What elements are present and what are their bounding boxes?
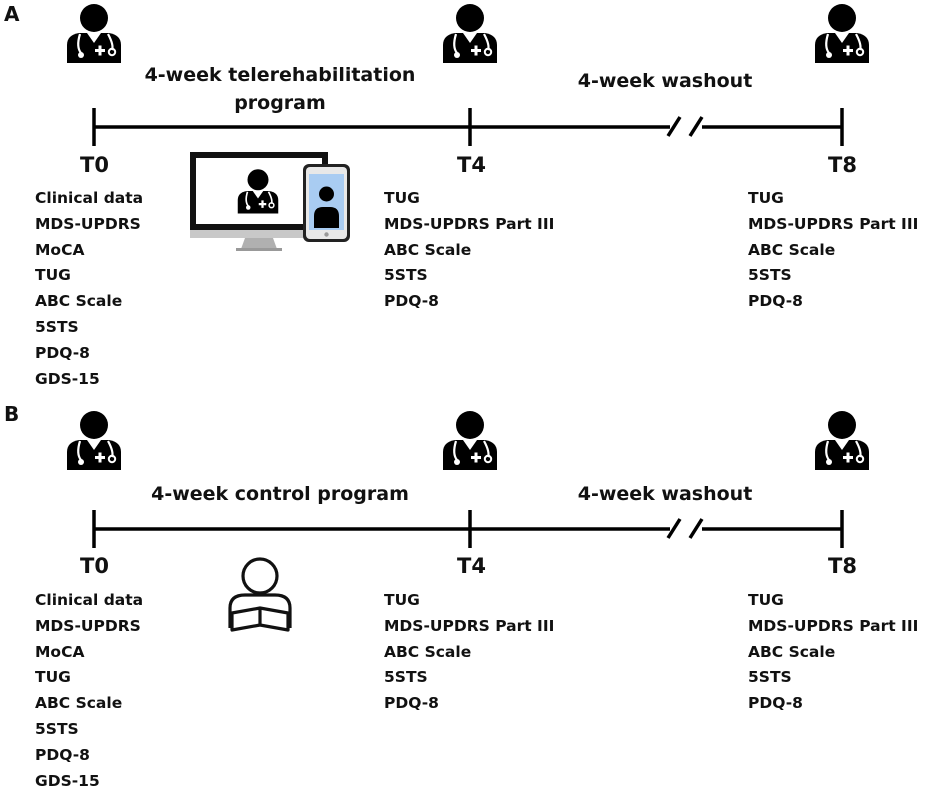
measure-item: Clinical data	[35, 591, 144, 609]
program-label-a-line2: program	[234, 92, 326, 114]
measure-item: ABC Scale	[748, 642, 836, 661]
washout-label-a: 4-week washout	[577, 70, 753, 92]
doctor-icon-b-t4	[441, 409, 499, 472]
timepoint-b-t4: T4	[457, 554, 486, 578]
doctor-icon-b-t8	[813, 409, 871, 472]
panel-a-letter: A	[4, 2, 20, 26]
measure-item: MoCA	[35, 240, 85, 259]
doctor-icon-b-t0	[65, 409, 123, 472]
measure-item: 5STS	[35, 719, 79, 738]
measure-item: 5STS	[748, 668, 792, 687]
measures-list-a-t4: TUG MDS-UPDRS Part III ABC Scale 5STS PD…	[384, 186, 554, 315]
measure-item: PDQ-8	[35, 745, 90, 764]
timepoint-a-t8: T8	[828, 153, 857, 177]
program-label-a: 4-week telerehabilitation program	[130, 61, 430, 117]
measure-item: TUG	[384, 591, 420, 609]
measure-item: PDQ-8	[384, 292, 439, 311]
measures-list-a-t0: Clinical data MDS-UPDRS MoCA TUG ABC Sca…	[35, 186, 143, 392]
measure-item: PDQ-8	[748, 292, 803, 311]
measure-item: ABC Scale	[384, 240, 472, 259]
measure-item: PDQ-8	[35, 343, 90, 362]
measure-item: MDS-UPDRS	[35, 616, 141, 635]
measure-item: MDS-UPDRS Part III	[748, 214, 919, 233]
measure-item: PDQ-8	[748, 694, 803, 713]
measure-item: PDQ-8	[384, 694, 439, 713]
measure-item: TUG	[748, 591, 784, 609]
program-label-b: 4-week control program	[151, 483, 409, 505]
doctor-icon-a-t0	[65, 2, 123, 65]
measure-item: GDS-15	[35, 369, 100, 388]
measure-item: ABC Scale	[35, 694, 123, 713]
measure-item: GDS-15	[35, 771, 100, 790]
measure-item: TUG	[35, 266, 71, 285]
program-label-a-line1: 4-week telerehabilitation	[144, 64, 416, 86]
person-reading-icon	[228, 557, 292, 632]
measure-item: TUG	[748, 189, 784, 207]
smartphone-icon	[303, 164, 350, 242]
measure-item: MDS-UPDRS Part III	[384, 616, 555, 635]
timeline-a	[92, 108, 844, 146]
measures-list-b-t8: TUG MDS-UPDRS Part III ABC Scale 5STS PD…	[748, 588, 918, 717]
measure-item: Clinical data	[35, 189, 144, 207]
timepoint-a-t0: T0	[80, 153, 109, 177]
measure-item: MDS-UPDRS	[35, 214, 141, 233]
doctor-icon-a-t4	[441, 2, 499, 65]
measures-list-a-t8: TUG MDS-UPDRS Part III ABC Scale 5STS PD…	[748, 186, 918, 315]
timepoint-b-t8: T8	[828, 554, 857, 578]
timepoint-b-t0: T0	[80, 554, 109, 578]
washout-label-b: 4-week washout	[577, 483, 753, 505]
measure-item: 5STS	[384, 668, 428, 687]
measures-list-b-t0: Clinical data MDS-UPDRS MoCA TUG ABC Sca…	[35, 588, 143, 794]
measures-list-b-t4: TUG MDS-UPDRS Part III ABC Scale 5STS PD…	[384, 588, 554, 717]
timepoint-a-t4: T4	[457, 153, 486, 177]
measure-item: 5STS	[748, 266, 792, 285]
measure-item: ABC Scale	[384, 642, 472, 661]
measure-item: 5STS	[384, 266, 428, 285]
measure-item: TUG	[384, 189, 420, 207]
timeline-b	[92, 510, 844, 548]
doctor-icon-a-t8	[813, 2, 871, 65]
panel-b-letter: B	[4, 402, 20, 426]
measure-item: 5STS	[35, 317, 79, 336]
measure-item: MoCA	[35, 642, 85, 661]
measure-item: MDS-UPDRS Part III	[384, 214, 555, 233]
measure-item: ABC Scale	[748, 240, 836, 259]
measure-item: TUG	[35, 668, 71, 687]
measure-item: MDS-UPDRS Part III	[748, 616, 919, 635]
measure-item: ABC Scale	[35, 292, 123, 311]
